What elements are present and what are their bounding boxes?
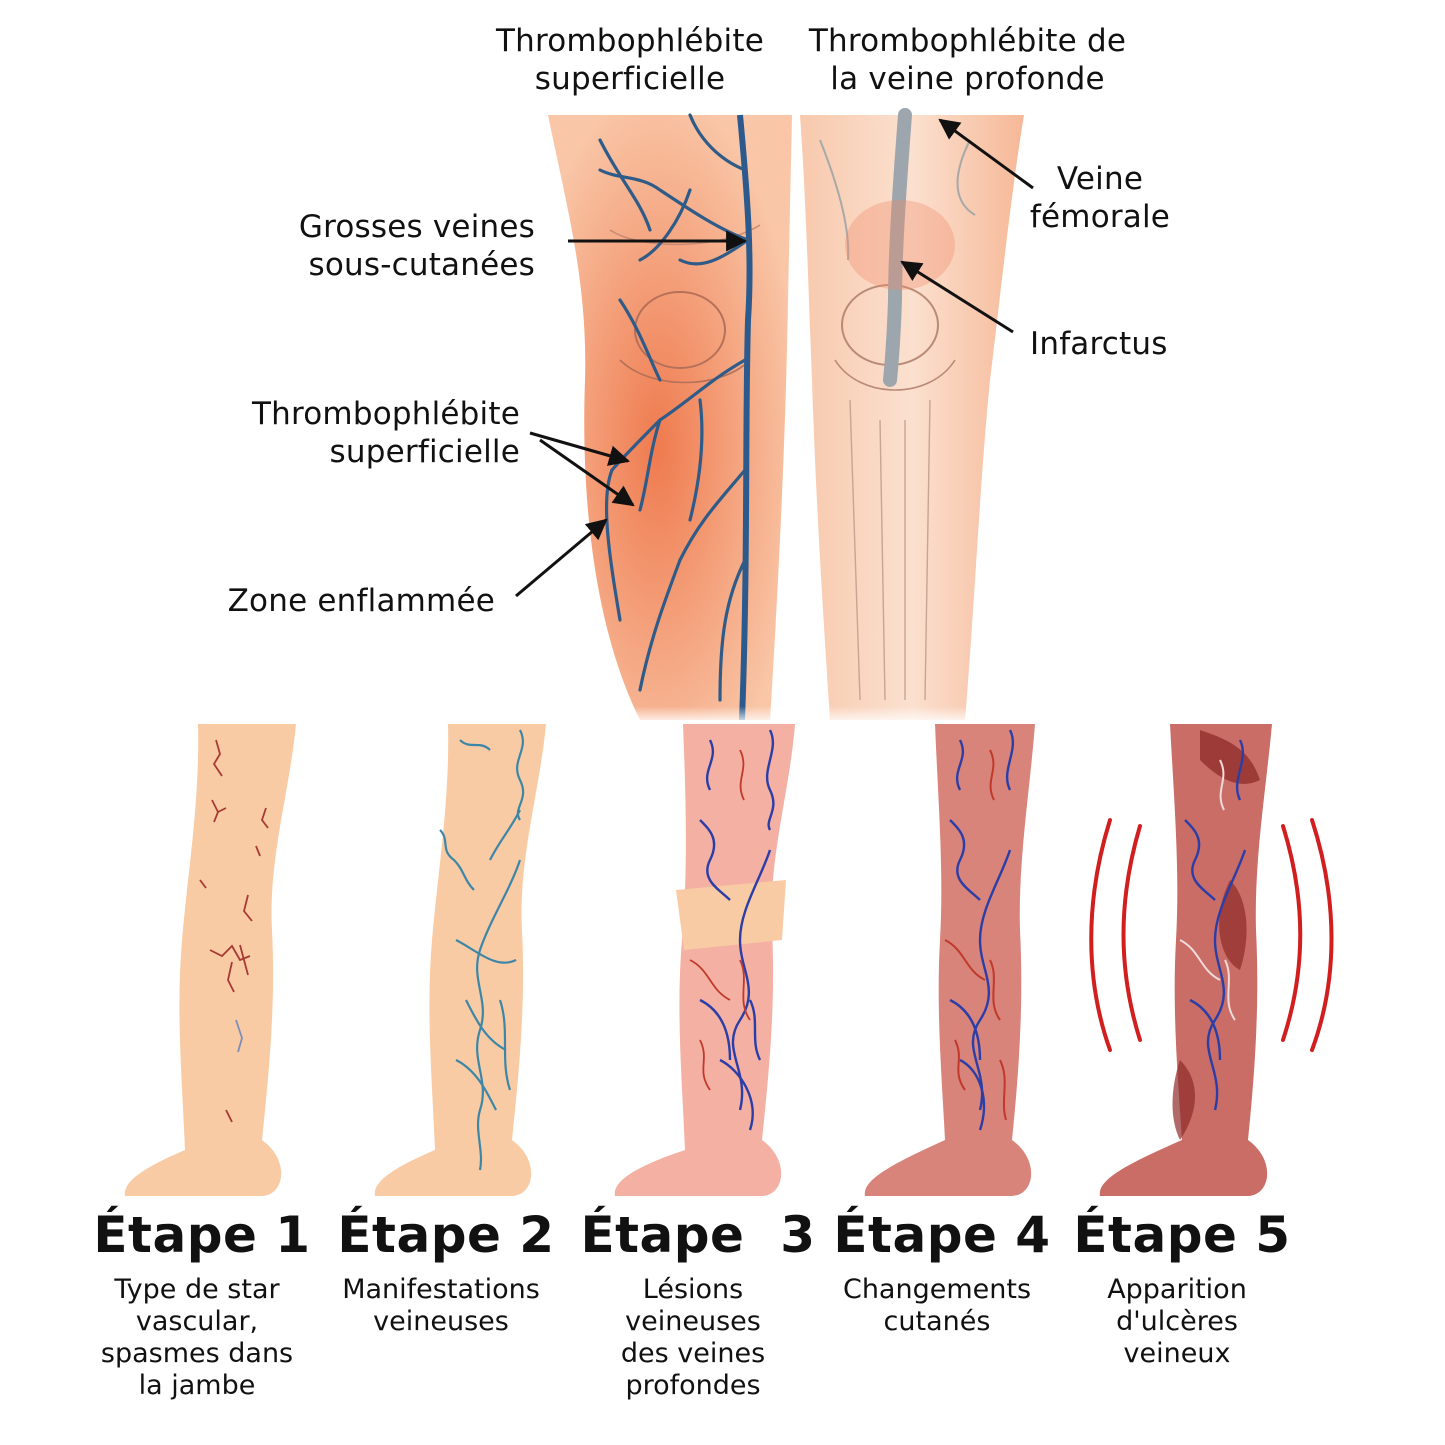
stage-4-leg [864,724,1035,1196]
deep-vein-thrombophlebitis-title: Thrombophlébite de la veine profonde [808,23,1127,97]
stage-3-description: Lésions veineuses des veines profondes [620,1274,766,1401]
stage-2-description: Manifestations veineuses [342,1274,540,1337]
pain-lines [1089,818,1334,1052]
deep-vein-leg-illustration [800,108,1024,720]
stage-1-description: Type de star vascular, spasmes dans la j… [100,1274,294,1401]
stage-5-description: Apparition d'ulcères veineux [1107,1274,1247,1369]
stage-2-title: Étape 2 [337,1206,555,1264]
stage-5-title: Étape 5 [1073,1206,1291,1264]
callout-arrows [515,118,1034,598]
stage-5-leg [1099,724,1272,1196]
stage-3-title: Étape 3 [580,1206,816,1264]
callout-infarctus: Infarctus [1030,326,1168,362]
superficial-thrombophlebitis-title: Thrombophlébite superficielle [496,23,764,97]
callout-veine-femorale: Veine fémorale [1029,161,1171,235]
stage-1-leg [124,724,297,1196]
callout-thrombophlebite-superficielle: Thrombophlébite superficielle [252,396,520,470]
stage-1-title: Étape 1 [93,1206,311,1264]
stage-4-title: Étape 4 [833,1206,1051,1264]
callout-zone-enflammee: Zone enflammée [227,583,495,619]
stage-3-leg [614,724,795,1196]
callout-grosses-veines: Grosses veines sous-cutanées [298,209,535,283]
stage-2-leg [374,724,546,1196]
stage-4-description: Changements cutanés [842,1274,1032,1337]
